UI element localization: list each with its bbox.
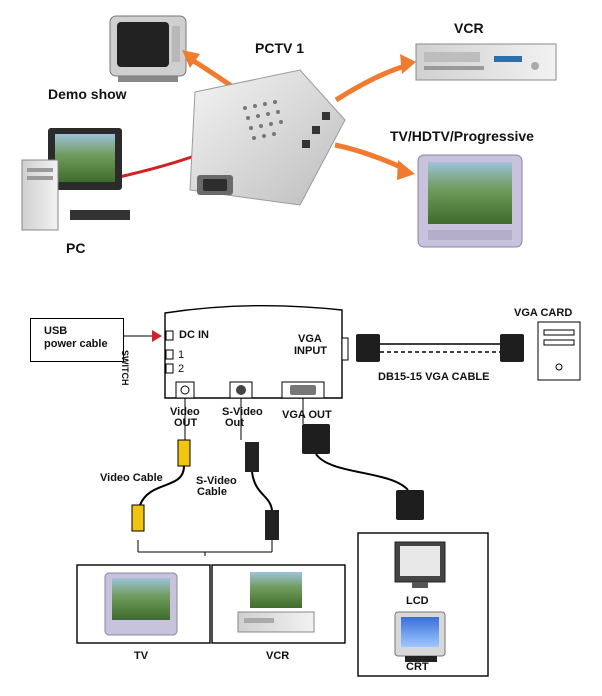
- crt-icon: [394, 611, 446, 662]
- video-out-port: [175, 381, 195, 399]
- hdtv-label: TV/HDTV/Progressive: [390, 128, 534, 144]
- svideo-cable-label-1: S-Video: [196, 475, 237, 487]
- dc-in-label: DC IN: [179, 329, 209, 341]
- pc-label: PC: [66, 240, 86, 256]
- port-1-label: 1: [178, 349, 185, 361]
- usb-power-cable-box: [30, 318, 124, 362]
- bottom-vcr-icon: [237, 572, 315, 633]
- power-arrow-icon: [152, 330, 162, 342]
- svideo-cable-label-2: Cable: [197, 486, 227, 498]
- vga-cable: [356, 334, 524, 362]
- lcd-icon: [394, 541, 446, 588]
- bottom-tv-icon: [104, 572, 178, 636]
- vga-cable-label: DB15-15 VGA CABLE: [378, 371, 490, 383]
- lcd-label: LCD: [406, 595, 429, 607]
- vcr-icon: [415, 43, 557, 81]
- crt-label: CRT: [406, 661, 429, 673]
- switch-ports: [165, 330, 174, 374]
- svideo-out-label-1: S-Video: [222, 406, 263, 418]
- vga-out-label: VGA OUT: [282, 409, 332, 421]
- vga-input-label-2: INPUT: [294, 345, 327, 357]
- vga-input-label-1: VGA: [298, 333, 322, 345]
- pctv-device-label: PCTV 1: [255, 40, 305, 56]
- demo-show-label: Demo show: [48, 86, 127, 102]
- svideo-out-label-2: Out: [225, 417, 244, 429]
- usb-label: USB: [44, 325, 68, 337]
- demo-tv-icon: [109, 15, 187, 82]
- pctv-device-icon: [189, 69, 346, 206]
- video-cable: [131, 398, 191, 532]
- video-out-label-1: Video: [170, 406, 200, 418]
- output-bracket: [137, 540, 273, 556]
- switch-label: SWITCH: [120, 350, 130, 386]
- bottom-tv-label: TV: [134, 650, 149, 662]
- svideo-cable: [240, 398, 279, 540]
- vga-input-port: [341, 337, 349, 361]
- vga-out-cable: [302, 398, 424, 520]
- vcr-label: VCR: [454, 20, 484, 36]
- pc-icon: [21, 128, 130, 231]
- video-out-label-2: OUT: [174, 417, 198, 429]
- port-2-label: 2: [178, 363, 185, 375]
- svideo-out-port: [229, 381, 253, 399]
- vga-out-port: [281, 381, 325, 399]
- bottom-vcr-label: VCR: [266, 650, 290, 662]
- device-outline: [164, 304, 343, 399]
- hdtv-icon: [417, 154, 523, 248]
- video-cable-label: Video Cable: [100, 472, 163, 484]
- vga-card-label: VGA CARD: [514, 307, 573, 319]
- vga-card-pc-icon: [537, 321, 581, 381]
- power-cable-label: power cable: [44, 338, 108, 350]
